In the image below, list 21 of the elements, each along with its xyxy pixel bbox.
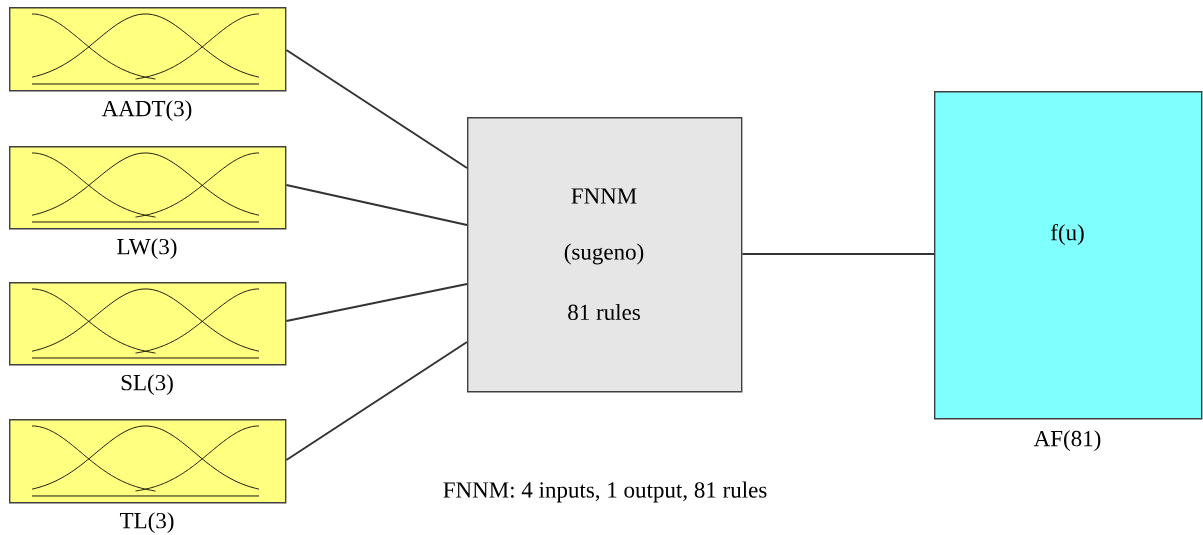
function-text: f(u) (1050, 223, 1084, 246)
rule-text: 81 rules (568, 303, 640, 321)
input-box (9, 419, 287, 534)
connector-line (285, 341, 468, 461)
input-label: AADT(3) (101, 100, 192, 122)
connector-line (285, 283, 468, 322)
connector-line (741, 253, 935, 255)
rule-text: (sugeno) (564, 243, 644, 265)
rule-text: FNNM (571, 188, 637, 204)
input-label: TL(3) (120, 512, 174, 534)
input-box (9, 282, 287, 396)
input-label: SL(3) (121, 374, 173, 396)
input-box (9, 7, 287, 122)
output-box (934, 91, 1203, 452)
system-box (467, 117, 743, 393)
connector-line (285, 49, 468, 169)
summary-text: FNNM: 4 inputs, 1 output, 81 rules (443, 481, 767, 503)
connector-line (285, 184, 468, 226)
output-label: AF(81) (1033, 430, 1101, 452)
input-box (9, 146, 287, 260)
input-label: LW(3) (117, 238, 177, 260)
